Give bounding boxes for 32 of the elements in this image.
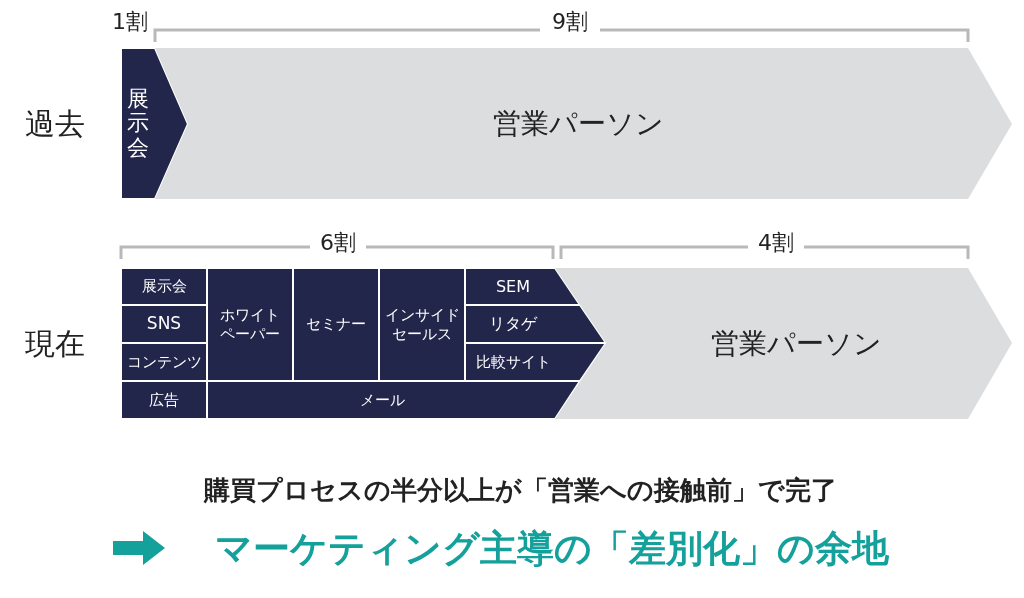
category-cell [465, 305, 606, 343]
summary-text: 購買プロセスの半分以上が「営業への接触前」で完了 [203, 477, 837, 503]
cell-text: リタゲ [489, 314, 537, 334]
chevron-band [155, 48, 1012, 199]
cell-text: ホワイトペーパー [219, 305, 281, 344]
row-label: 現在 [25, 329, 85, 359]
category-cell [121, 343, 207, 381]
cell-text: 展示会 [127, 87, 149, 160]
chevron-band [555, 268, 1012, 419]
category-cell [379, 268, 465, 381]
cell-text: 営業パーソン [492, 106, 664, 141]
cell-text: 展示会 [141, 277, 187, 296]
cell-text: コンテンツ [126, 352, 202, 372]
category-cell [121, 268, 207, 305]
cell-text: 比較サイト [475, 352, 551, 372]
chevron-segment [121, 48, 188, 199]
cell-text: 営業パーソン [710, 326, 882, 361]
cell-text: インサイドセールス [383, 305, 461, 344]
cell-text: メール [359, 390, 405, 410]
category-cell [121, 305, 207, 343]
conclusion-text: マーケティング主導の「差別化」の余地 [215, 529, 889, 567]
ratio-label: 4割 [758, 232, 794, 254]
cell-text: 広告 [149, 390, 179, 410]
category-cell [121, 381, 207, 419]
ratio-label: 1割 [112, 11, 148, 33]
cell-text: SNS [146, 313, 182, 335]
row-label: 過去 [25, 109, 85, 139]
category-cell [207, 268, 293, 381]
ratio-label: 6割 [320, 232, 356, 254]
cell-text: セミナー [306, 315, 366, 334]
category-cell [293, 268, 379, 381]
cell-text: SEM [495, 276, 531, 297]
